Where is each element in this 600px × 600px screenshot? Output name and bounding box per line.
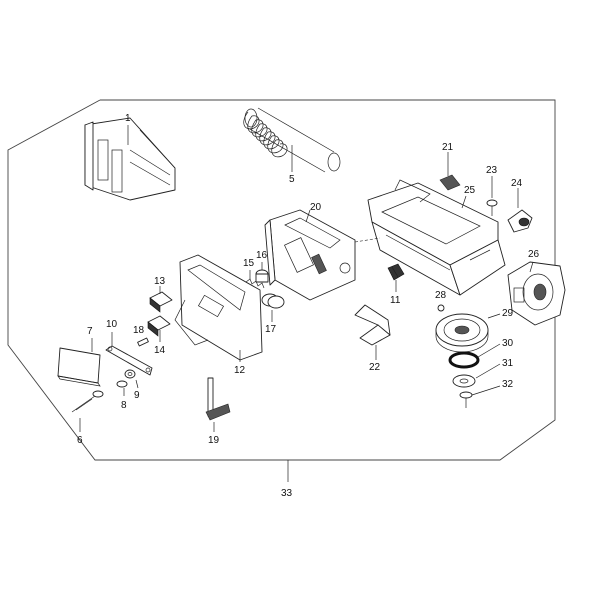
part-26-gear-housing [507,261,566,326]
callout-8: 8 [121,400,127,411]
part-16-bushing [255,262,269,283]
part-12-side-plate [174,254,263,362]
part-20-carrier [264,209,381,301]
callout-28: 28 [435,290,447,301]
callout-13: 13 [154,276,166,287]
callout-18: 18 [133,325,145,336]
part-18-pin [137,337,149,347]
part-28-ball [437,304,445,312]
callout-24: 24 [511,178,523,189]
callout-12: 12 [234,365,246,376]
callout-19: 19 [208,435,220,446]
part-11-block [387,263,405,292]
part-29-gear [435,313,501,353]
part-6-screw [71,390,104,432]
part-1-bracket [84,117,176,201]
part-7-plate [57,338,101,387]
callout-33: 33 [281,488,293,499]
part-31-washer [452,363,501,388]
callout-31: 31 [502,358,514,369]
callout-17: 17 [265,324,277,335]
callout-11: 11 [390,295,401,306]
callout-14: 14 [154,345,166,356]
part-10-link-arm [105,332,153,376]
part-5-spring [243,107,341,173]
part-22-lever [354,304,391,360]
callout-7: 7 [87,326,93,337]
part-19-pin [205,377,231,432]
callout-9: 9 [134,390,140,401]
callout-6: 6 [77,435,83,446]
callout-16: 16 [256,250,268,261]
callout-30: 30 [502,338,514,349]
part-30-o-ring [448,343,501,369]
callout-32: 32 [502,379,514,390]
callout-20: 20 [310,202,322,213]
callout-23: 23 [486,165,498,176]
callout-5: 5 [289,174,295,185]
part-24-cap [507,188,533,233]
part-13-block [149,286,173,313]
part-23-screw [486,176,498,216]
callout-15: 15 [243,258,255,269]
part-32-screw [459,385,501,408]
callout-29: 29 [502,308,514,319]
assembly-frame [7,99,556,461]
part-8-washer [116,380,128,396]
callout-21: 21 [442,142,454,153]
callout-1: 1 [125,113,131,124]
callout-22: 22 [369,362,381,373]
part-17-roller [261,293,285,322]
part-9-nut [124,369,139,389]
part-25-housing [367,179,506,296]
part-21-clip [439,152,461,191]
callout-25: 25 [464,185,476,196]
part-14-block [147,315,171,342]
callout-26: 26 [528,249,540,260]
callout-10: 10 [106,319,118,330]
